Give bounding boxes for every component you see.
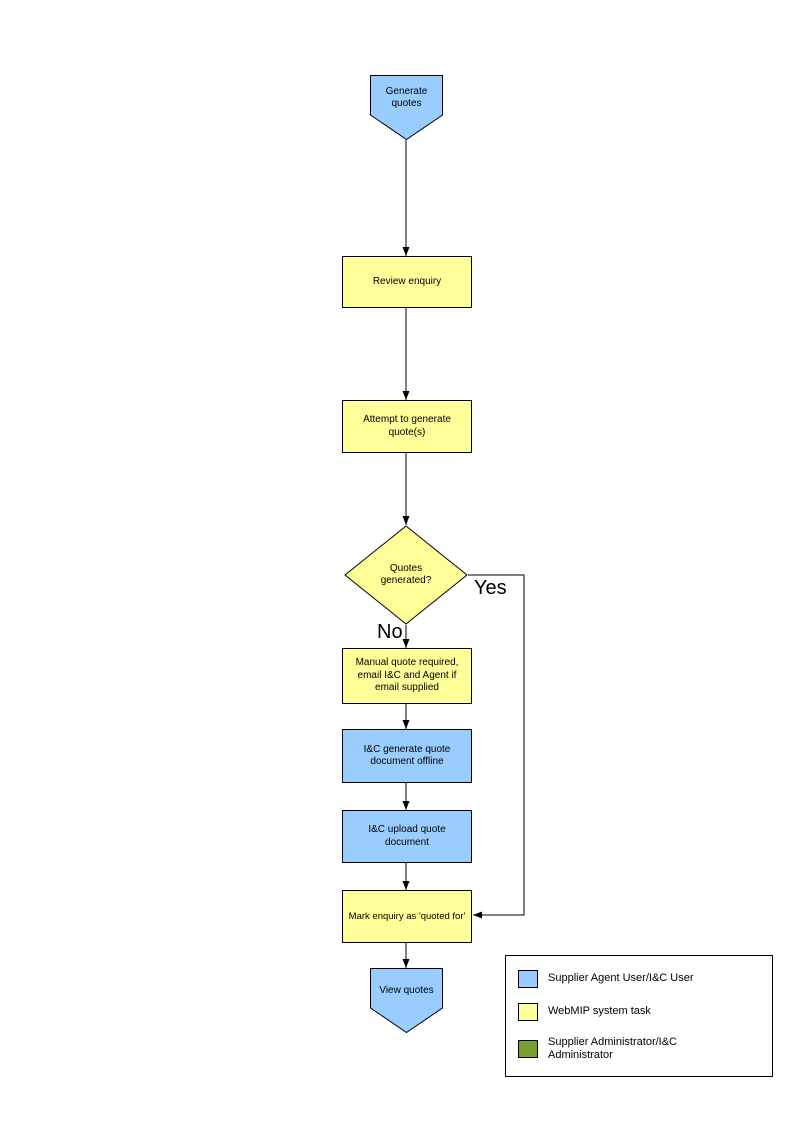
edge-decision-mark-yes xyxy=(468,574,525,919)
legend-label-system: WebMIP system task xyxy=(548,1005,651,1018)
node-end: View quotes xyxy=(370,968,443,1033)
node-end-label: View quotes xyxy=(379,984,434,996)
node-attempt-generate: Attempt to generate quote(s) xyxy=(342,400,472,453)
legend-swatch-system xyxy=(518,1002,538,1021)
legend-item-admin: Supplier Administrator/I&C Administrator xyxy=(518,1036,760,1062)
node-mark-quoted-label: Mark enquiry as 'quoted for' xyxy=(348,910,466,922)
node-attempt-generate-label: Attempt to generate quote(s) xyxy=(363,414,451,438)
node-mark-quoted: Mark enquiry as 'quoted for' xyxy=(342,890,472,943)
node-review-enquiry: Review enquiry xyxy=(342,256,472,308)
node-review-enquiry-label: Review enquiry xyxy=(372,275,442,287)
edge-label-no: No xyxy=(377,621,403,643)
legend-swatch-admin xyxy=(518,1040,538,1059)
legend-item-user: Supplier Agent User/I&C User xyxy=(518,969,760,988)
node-start: Generate quotes xyxy=(370,75,443,140)
node-manual-quote: Manual quote required, email I&C and Age… xyxy=(342,648,472,704)
node-decision-quotes-generated: Quotes generated? xyxy=(344,525,468,625)
node-generate-offline-label: I&C generate quote document offline xyxy=(363,743,451,768)
node-generate-offline: I&C generate quote document offline xyxy=(342,729,472,783)
legend-swatch-user xyxy=(518,969,538,988)
node-upload-quote: I&C upload quote document xyxy=(342,810,472,863)
decision-shape xyxy=(344,525,468,625)
edge-label-yes: Yes xyxy=(474,577,507,599)
legend-item-system: WebMIP system task xyxy=(518,1002,760,1021)
node-start-label: Generate quotes xyxy=(385,85,428,110)
node-manual-quote-label: Manual quote required, email I&C and Age… xyxy=(355,657,459,694)
legend-label-admin: Supplier Administrator/I&C Administrator xyxy=(548,1036,677,1062)
legend-box: Supplier Agent User/I&C User WebMIP syst… xyxy=(505,955,773,1077)
legend-label-user: Supplier Agent User/I&C User xyxy=(548,972,694,984)
start-shape xyxy=(370,75,443,140)
end-shape xyxy=(370,968,443,1033)
node-upload-quote-label: I&C upload quote document xyxy=(368,824,446,848)
node-decision-label: Quotes generated? xyxy=(380,562,432,587)
